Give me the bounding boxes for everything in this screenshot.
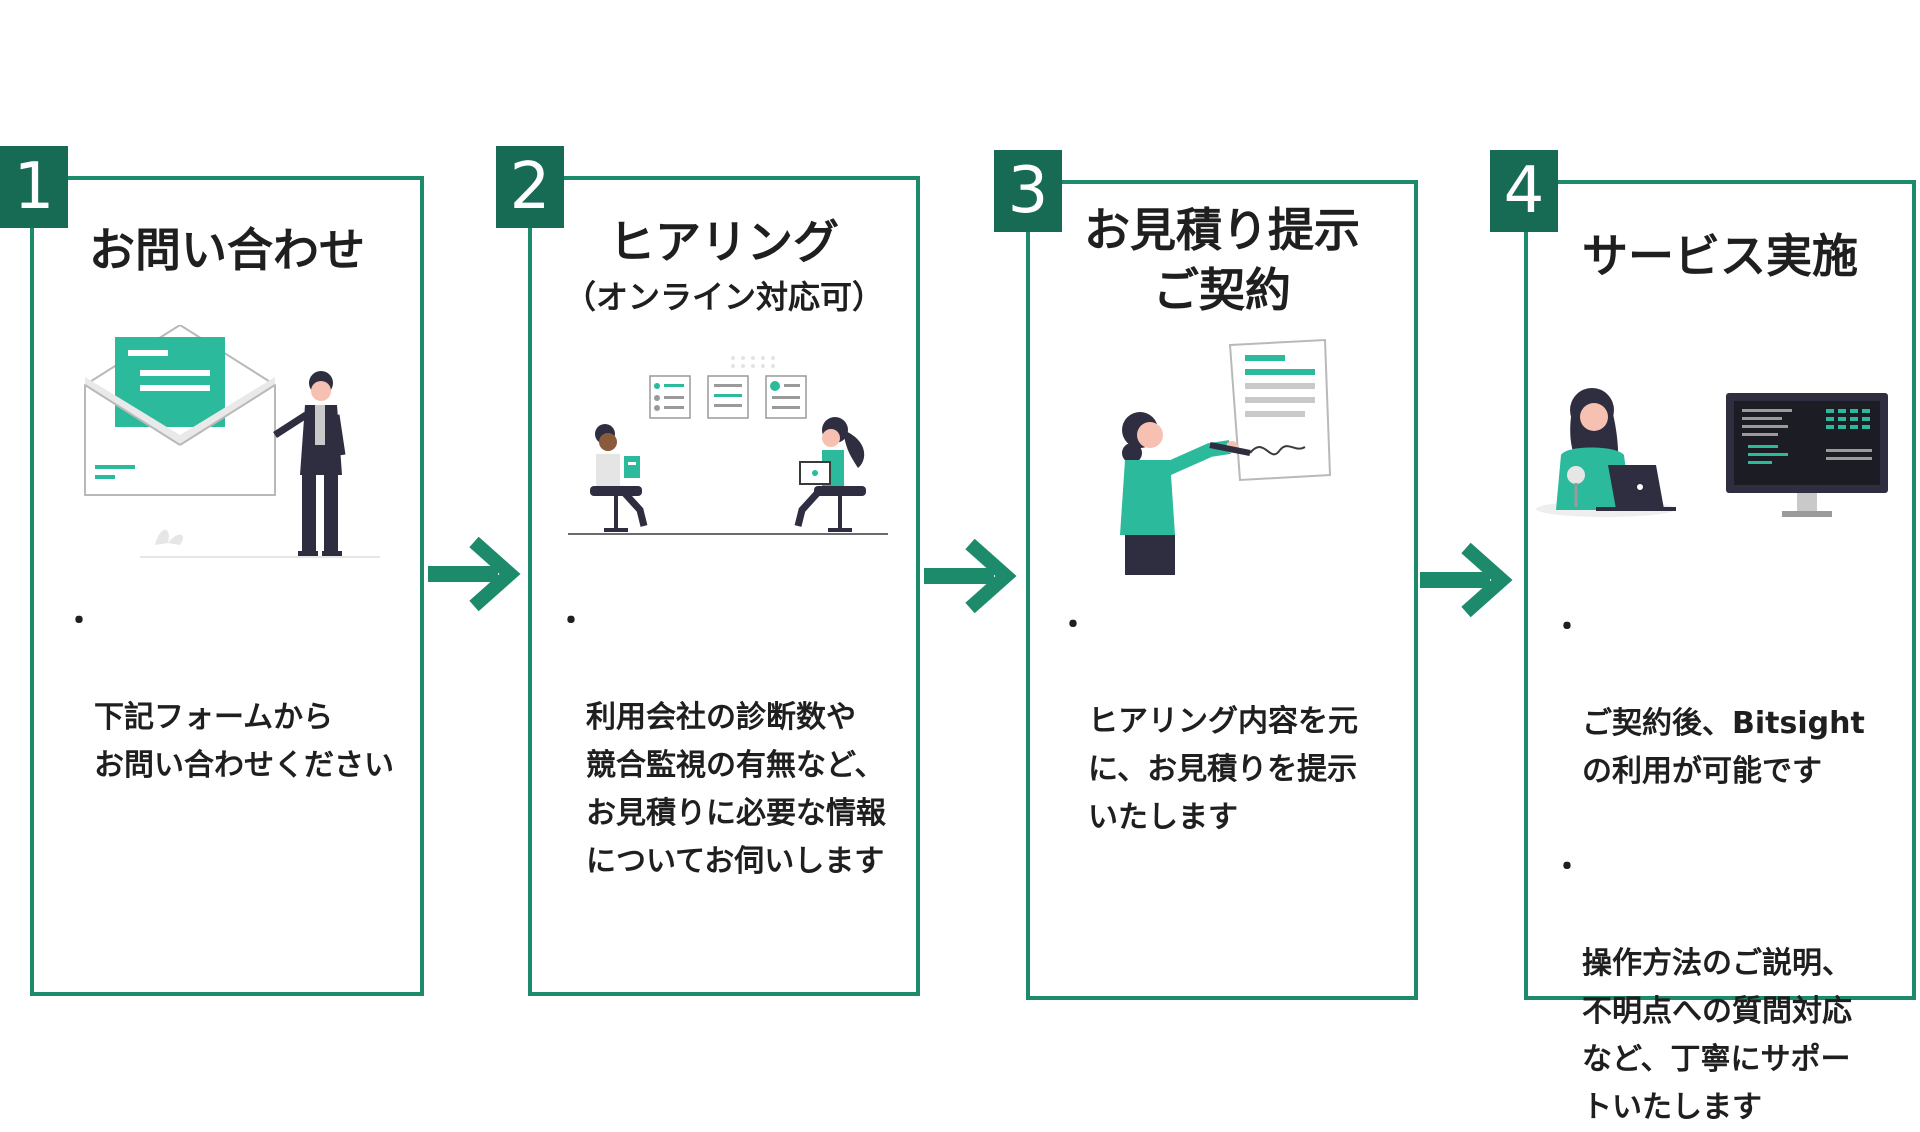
bullet-dot: ・ [1058,608,1088,643]
contract-signing-icon [1120,338,1332,575]
step-2-number: 2 [496,146,564,228]
step-4-title: サービス実施 [1582,229,1858,283]
step-4-bullet-text-2: 操作方法のご説明、 不明点への質問対応 など、丁寧にサポー トいたします [1582,946,1852,1125]
step-3-bullets: ・ ヒアリング内容を元 に、お見積りを提示 いたします [1058,602,1418,842]
step-1-bullet-text: 下記フォームから お問い合わせください [94,700,394,783]
step-2-subtitle: （オンライン対応可） [563,278,884,316]
arrow-right-icon [428,536,521,612]
bullet-dot: ・ [1552,610,1582,645]
bullet-item: ・ 下記フォームから お問い合わせください [64,598,424,790]
bullet-dot: ・ [556,604,586,639]
step-2-title: ヒアリング [609,215,839,269]
step-1-bullets: ・ 下記フォームから お問い合わせください [64,598,424,790]
meeting-people-icon [568,356,888,535]
step-1-number: 1 [0,146,68,228]
step-3-card [1026,180,1418,1000]
bullet-item: ・ 利用会社の診断数や 競合監視の有無など、 お見積りに必要な情報 についてお伺… [556,598,916,886]
step-3-bullet-text: ヒアリング内容を元 に、お見積りを提示 いたします [1088,704,1358,835]
bullet-item: ・ ヒアリング内容を元 に、お見積りを提示 いたします [1058,602,1418,842]
support-operator-icon [1536,388,1888,517]
step-3-title: お見積り提示 ご契約 [1084,203,1360,317]
bullet-item: ・ 操作方法のご説明、 不明点への質問対応 など、丁寧にサポー トいたします [1552,844,1916,1132]
step-3-number: 3 [994,150,1062,232]
step-4-card [1524,180,1916,1000]
envelope-person-icon [84,325,380,558]
bullet-dot: ・ [1552,850,1582,885]
step-2-bullets: ・ 利用会社の診断数や 競合監視の有無など、 お見積りに必要な情報 についてお伺… [556,598,916,886]
arrow-right-icon [1420,542,1513,618]
step-2-bullet-text: 利用会社の診断数や 競合監視の有無など、 お見積りに必要な情報 についてお伺いし… [586,700,886,879]
arrow-right-icon [924,538,1017,614]
step-2-card [528,176,920,996]
bullet-dot: ・ [64,604,94,639]
step-4-bullets: ・ ご契約後、Bitsight の利用が可能です ・ 操作方法のご説明、 不明点… [1552,604,1916,1132]
step-4-number: 4 [1490,150,1558,232]
step-1-title: お問い合わせ [89,223,365,277]
bullet-item: ・ ご契約後、Bitsight の利用が可能です [1552,604,1916,796]
step-4-bullet-text-1: ご契約後、Bitsight の利用が可能です [1582,706,1865,789]
step-1-card [30,176,424,996]
